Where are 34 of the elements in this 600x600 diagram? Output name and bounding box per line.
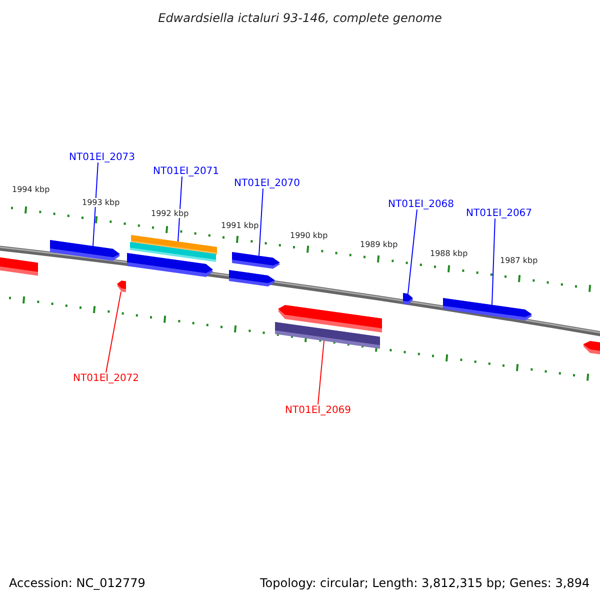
gene-feature: [50, 240, 120, 262]
scale-label: 1994 kbp: [12, 185, 50, 194]
scale-label: 1988 kbp: [430, 249, 468, 258]
gene-feature: [583, 340, 600, 355]
gene-feature: [117, 280, 126, 292]
gene-label: NT01EI_2072: [73, 372, 140, 384]
scale-label: 1990 kbp: [290, 231, 328, 240]
gene-label: NT01EI_2071: [153, 166, 220, 176]
gene-feature: [130, 242, 216, 262]
scale-label: 1989 kbp: [360, 240, 398, 249]
leader-line: [106, 291, 122, 373]
scale-label: 1992 kbp: [151, 209, 189, 218]
gene-feature: [232, 252, 280, 270]
gene-label: NT01EI_2068: [388, 198, 454, 210]
scale-label: 1993 kbp: [82, 198, 120, 207]
leader-line: [408, 209, 418, 294]
gene-feature: [443, 298, 532, 322]
gene-label: NT01EI_2070: [234, 178, 300, 188]
leader-line: [492, 218, 496, 306]
gene-label: NT01EI_2069: [285, 404, 352, 416]
footer-text: Topology: circular; Length: 3,812,315 bp; Genes: 3,894: [260, 576, 590, 590]
leader-line: [258, 188, 264, 256]
leader-line: [92, 162, 98, 247]
scale-label: 1987 kbp: [500, 256, 538, 265]
gene-feature: [403, 293, 413, 306]
leader-line: [318, 340, 324, 405]
diagram-title: Edwardsiella ictaluri 93-146, complete genome: [157, 11, 443, 25]
gene-feature: [0, 256, 38, 276]
gene-feature: [229, 270, 275, 288]
footer-text: Accession: NC_012779: [9, 576, 146, 590]
gene-feature: [278, 304, 382, 333]
gene-label: NT01EI_2067: [466, 208, 532, 218]
scale-label: 1991 kbp: [221, 221, 259, 230]
gene-label: NT01EI_2073: [69, 152, 136, 162]
